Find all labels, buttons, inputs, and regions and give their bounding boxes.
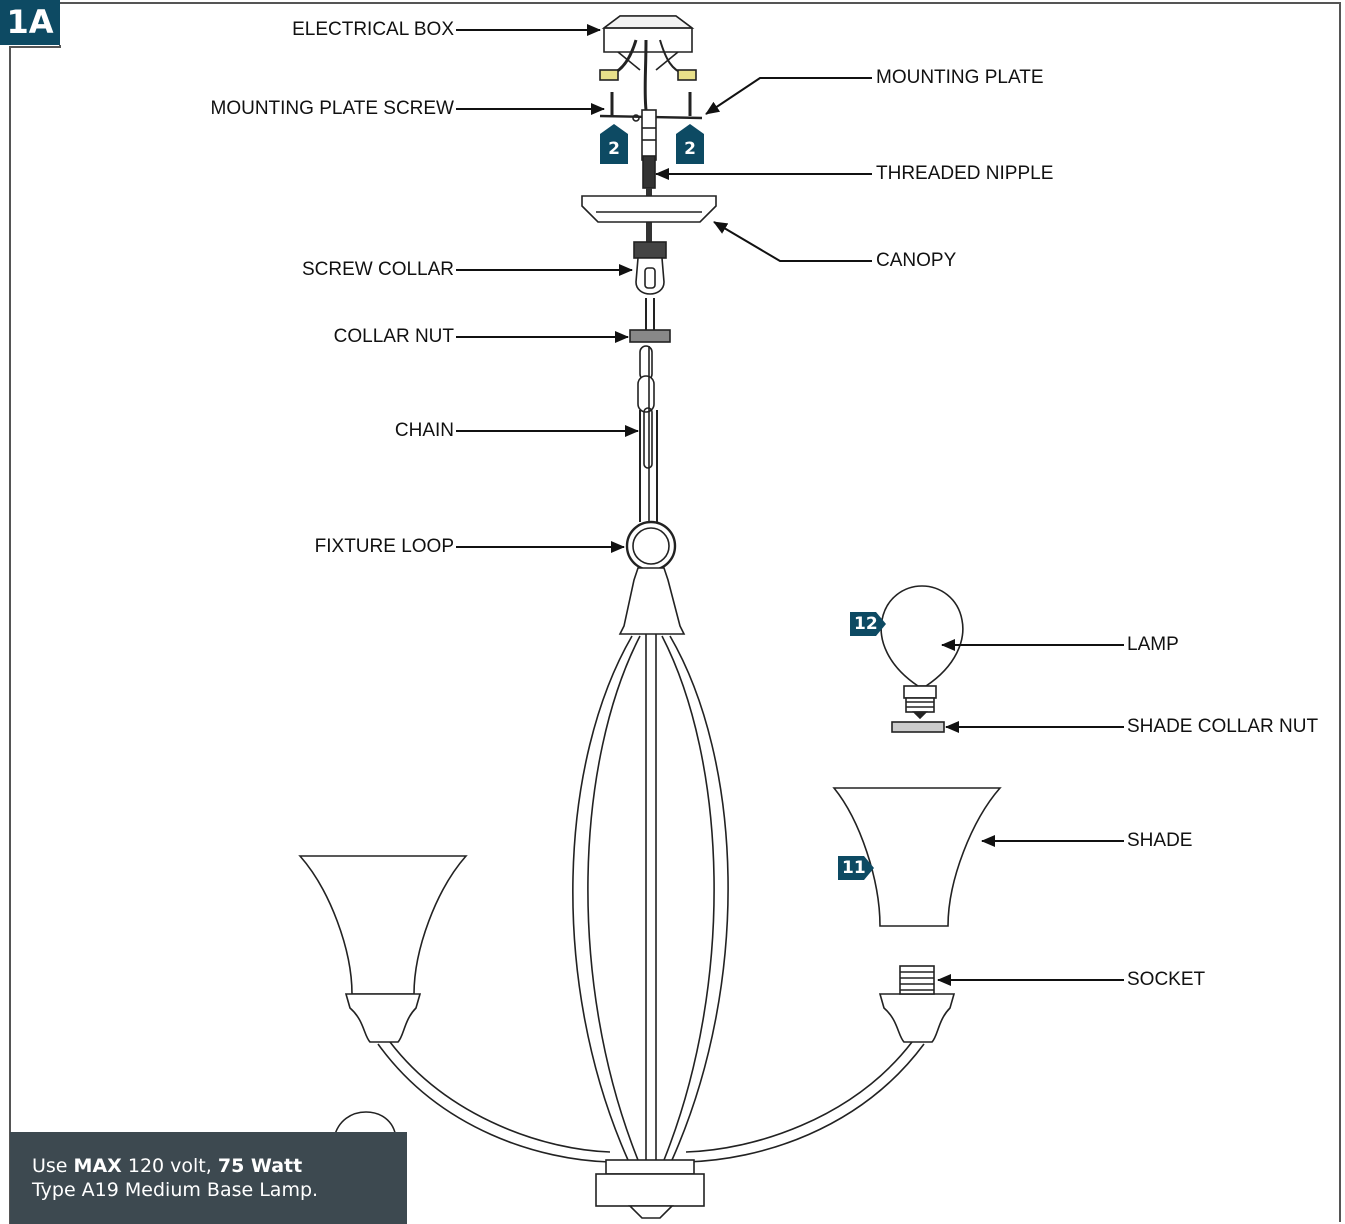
left-shade-drawing <box>298 855 468 1043</box>
collar-nut-drawing <box>629 298 671 343</box>
electrical-box-drawing <box>599 15 697 111</box>
canopy-drawing <box>581 195 717 223</box>
lamp-requirement-note: Use MAX 120 volt, 75 Watt Type A19 Mediu… <box>10 1132 407 1224</box>
step-badge: 1A <box>0 0 60 45</box>
callout-left-bg <box>600 124 628 164</box>
note-type-line: Type A19 Medium Base Lamp. <box>32 1179 319 1201</box>
label-fixture-loop: FIXTURE LOOP <box>314 536 454 557</box>
right-cup-drawing <box>878 965 956 1043</box>
lamp-drawing <box>880 585 964 720</box>
fixture-arms-drawing <box>377 634 925 1163</box>
callout-right-bg <box>676 124 704 164</box>
leader-mounting-plate <box>705 77 872 115</box>
callout-lamp-step: 12 <box>854 614 878 634</box>
page-border-left <box>9 45 61 1224</box>
label-electrical-box: ELECTRICAL BOX <box>292 19 454 40</box>
label-mounting-plate: MOUNTING PLATE <box>876 67 1044 88</box>
shade-collar-nut-drawing <box>891 721 945 733</box>
label-socket: SOCKET <box>1127 969 1206 990</box>
label-shade: SHADE <box>1127 830 1193 851</box>
callout-screw-left: 2 <box>608 139 620 159</box>
tag-12-bg <box>850 612 886 636</box>
note-text: Use MAX 120 volt, 75 Watt Type A19 Mediu… <box>32 1154 318 1202</box>
fixture-top-drawing <box>618 567 686 635</box>
screw-collar-drawing <box>633 241 667 295</box>
page-border <box>60 2 1341 1222</box>
right-shade-drawing <box>832 787 1002 927</box>
leader-canopy <box>713 221 872 262</box>
note-watt: 75 Watt <box>217 1155 303 1177</box>
callout-screw-right: 2 <box>684 139 696 159</box>
label-canopy: CANOPY <box>876 250 957 271</box>
callout-shade-step: 11 <box>842 858 866 878</box>
fixture-loop-drawing <box>625 520 677 572</box>
label-threaded-nipple: THREADED NIPPLE <box>876 163 1054 184</box>
note-use: Use <box>32 1155 68 1177</box>
label-lamp: LAMP <box>1127 634 1179 655</box>
label-shade-collar-nut: SHADE COLLAR NUT <box>1127 716 1319 737</box>
fixture-base-drawing <box>595 1159 705 1219</box>
note-max: MAX <box>73 1155 122 1177</box>
label-chain: CHAIN <box>394 420 454 441</box>
chain-drawing <box>637 345 658 522</box>
label-screw-collar: SCREW COLLAR <box>301 259 454 280</box>
threaded-nipple-drawing <box>641 109 657 250</box>
label-mounting-plate-screw: MOUNTING PLATE SCREW <box>210 98 455 119</box>
tag-11-bg <box>838 856 874 880</box>
label-collar-nut: COLLAR NUT <box>333 326 454 347</box>
note-volt: 120 volt, <box>127 1155 212 1177</box>
